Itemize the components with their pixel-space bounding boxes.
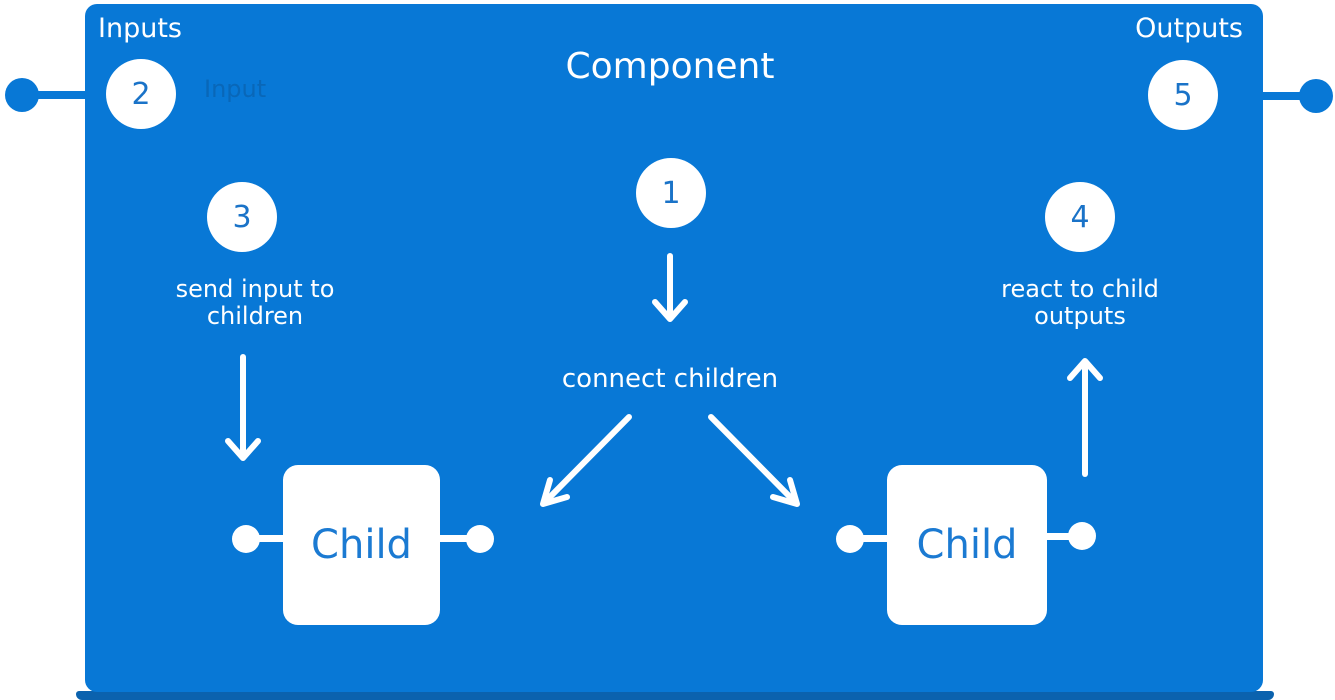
step-badge-1: 1: [636, 158, 706, 228]
input-port-line: [34, 91, 87, 99]
inputs-label: Inputs: [98, 13, 182, 44]
connect-children-label: connect children: [561, 364, 779, 394]
child-left-input-port-line: [244, 535, 285, 542]
step-number-5: 5: [1173, 77, 1193, 113]
faint-input-label: Input: [204, 75, 267, 103]
child-right-input-port-line: [848, 535, 889, 542]
send-input-label: send input to children: [175, 275, 335, 330]
component-title: Component: [565, 46, 775, 87]
step-number-1: 1: [661, 175, 681, 211]
component-base-shadow: [76, 691, 1274, 700]
child-box-right: Child: [887, 465, 1047, 625]
input-port-dot-icon: [5, 78, 39, 112]
step-badge-5: 5: [1148, 60, 1218, 130]
child-right-label: Child: [916, 522, 1018, 568]
step-number-4: 4: [1070, 199, 1090, 235]
outputs-label: Outputs: [1135, 13, 1243, 44]
output-port-line: [1260, 92, 1302, 100]
child-left-label: Child: [311, 522, 412, 568]
step-badge-4: 4: [1045, 182, 1115, 252]
child-box-left: Child: [283, 465, 440, 625]
step-badge-3: 3: [207, 182, 277, 252]
step-number-2: 2: [131, 76, 151, 112]
child-right-output-port-line: [1044, 533, 1084, 540]
child-right-output-port-dot-icon: [1068, 522, 1096, 550]
output-port-dot-icon: [1299, 79, 1333, 113]
step-badge-2: 2: [106, 59, 176, 129]
step-number-3: 3: [232, 199, 252, 235]
react-outputs-label: react to child outputs: [1001, 275, 1159, 330]
child-left-output-port-line: [436, 535, 480, 542]
child-left-output-port-dot-icon: [466, 525, 494, 553]
component-box: [85, 4, 1263, 692]
